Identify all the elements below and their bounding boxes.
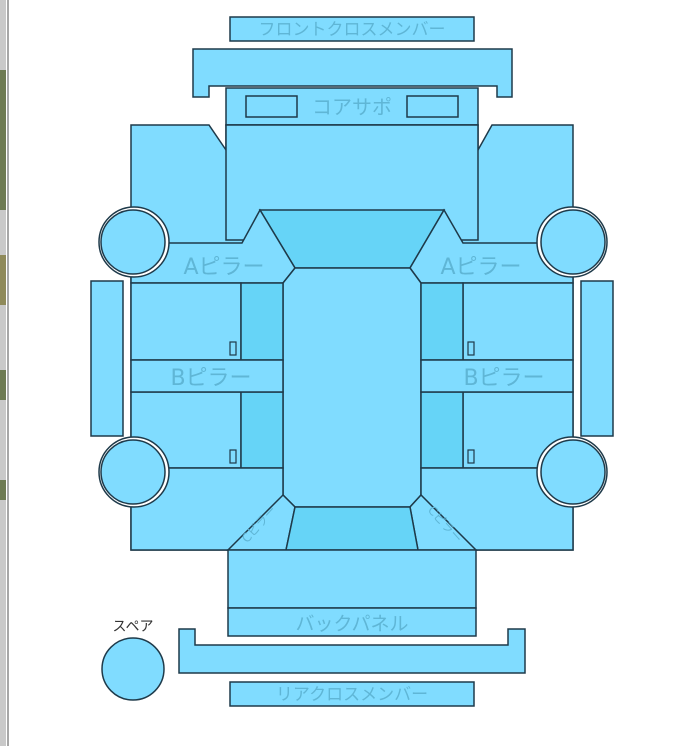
back-panel[interactable] bbox=[227, 607, 477, 637]
side-sill-right[interactable] bbox=[580, 280, 614, 437]
spare-label: スペア bbox=[112, 619, 153, 635]
spare-tire[interactable] bbox=[101, 637, 165, 701]
tire-rear-right[interactable] bbox=[540, 439, 606, 505]
front-door-right[interactable] bbox=[462, 282, 574, 361]
rear-bumper-reinforcement[interactable] bbox=[178, 628, 526, 674]
front-door-left-handle bbox=[229, 341, 237, 356]
front-door-right-handle bbox=[467, 341, 475, 356]
a-pillar-left-label: Aピラー bbox=[183, 255, 264, 280]
tire-rear-left[interactable] bbox=[100, 439, 166, 505]
b-pillar-right[interactable] bbox=[420, 359, 574, 393]
roof[interactable] bbox=[282, 267, 422, 508]
front-bumper-reinforcement[interactable] bbox=[192, 48, 513, 98]
rear-door-right-handle bbox=[467, 449, 475, 464]
tire-front-right[interactable] bbox=[540, 209, 606, 275]
front-door-left[interactable] bbox=[130, 282, 242, 361]
back-panel-label: バックパネル bbox=[295, 613, 408, 635]
b-pillar-left[interactable] bbox=[130, 359, 284, 393]
a-pillar-right-label: Aピラー bbox=[440, 255, 521, 280]
tire-front-left[interactable] bbox=[100, 209, 166, 275]
front-door-left-glass bbox=[240, 282, 284, 361]
rear-window[interactable] bbox=[285, 506, 419, 551]
core-support-label: コアサポ bbox=[312, 95, 392, 119]
b-pillar-right-label: Bピラー bbox=[463, 366, 544, 391]
headlight-left bbox=[245, 95, 298, 118]
trunk-lid[interactable] bbox=[227, 549, 477, 609]
rear-door-right-glass bbox=[420, 391, 464, 469]
rear-door-left-glass bbox=[240, 391, 284, 469]
front-door-right-glass bbox=[420, 282, 464, 361]
headlight-right bbox=[406, 95, 459, 118]
left-edge-strip bbox=[0, 0, 6, 746]
front-cross-member-label: フロントクロスメンバー bbox=[259, 20, 446, 40]
side-sill-left[interactable] bbox=[90, 280, 124, 437]
rear-cross-member[interactable] bbox=[229, 681, 475, 707]
front-cross-member[interactable] bbox=[229, 16, 475, 42]
rear-door-left-handle bbox=[229, 449, 237, 464]
rear-cross-member-label: リアクロスメンバー bbox=[276, 685, 428, 705]
b-pillar-left-label: Bピラー bbox=[170, 366, 251, 391]
